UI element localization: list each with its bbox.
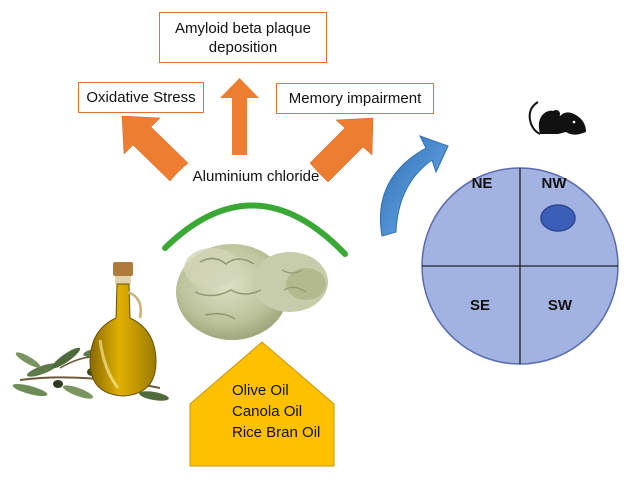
curved-arrow-icon [379,135,449,237]
platform-marker [540,204,576,232]
aluminium-chloride-label: Aluminium chloride [192,168,320,185]
arrow-to-memory [309,117,374,183]
quadrant-se-label: SE [469,297,490,314]
green-arc [162,202,348,257]
oxidative-stress-label: Oxidative Stress [86,89,196,106]
quadrant-sw-label: SW [547,297,573,314]
arrow-to-oxidative-stress [121,115,189,182]
memory-impairment-box: Memory impairment [276,83,434,114]
brain-image [176,244,328,340]
oil-treatment-shape [189,341,335,467]
oil-item-rice-bran: Rice Bran Oil [232,424,321,441]
oil-item-olive: Olive Oil [232,382,289,399]
oxidative-stress-box: Oxidative Stress [78,82,204,113]
quadrant-ne-label: NE [471,175,493,192]
memory-impairment-label: Memory impairment [288,90,422,107]
olive-oil-bottle-image [89,262,157,397]
quadrant-nw-label: NW [541,175,567,192]
oil-item-canola: Canola Oil [232,403,303,420]
oil-list: Olive Oil Canola Oil Rice Bran Oil [232,380,342,443]
amyloid-beta-box: Amyloid beta plaque deposition [159,12,327,63]
rat-icon [528,101,586,135]
amyloid-beta-label: Amyloid beta plaque deposition [175,19,311,56]
arrow-to-amyloid [220,78,259,155]
water-maze [421,167,619,365]
